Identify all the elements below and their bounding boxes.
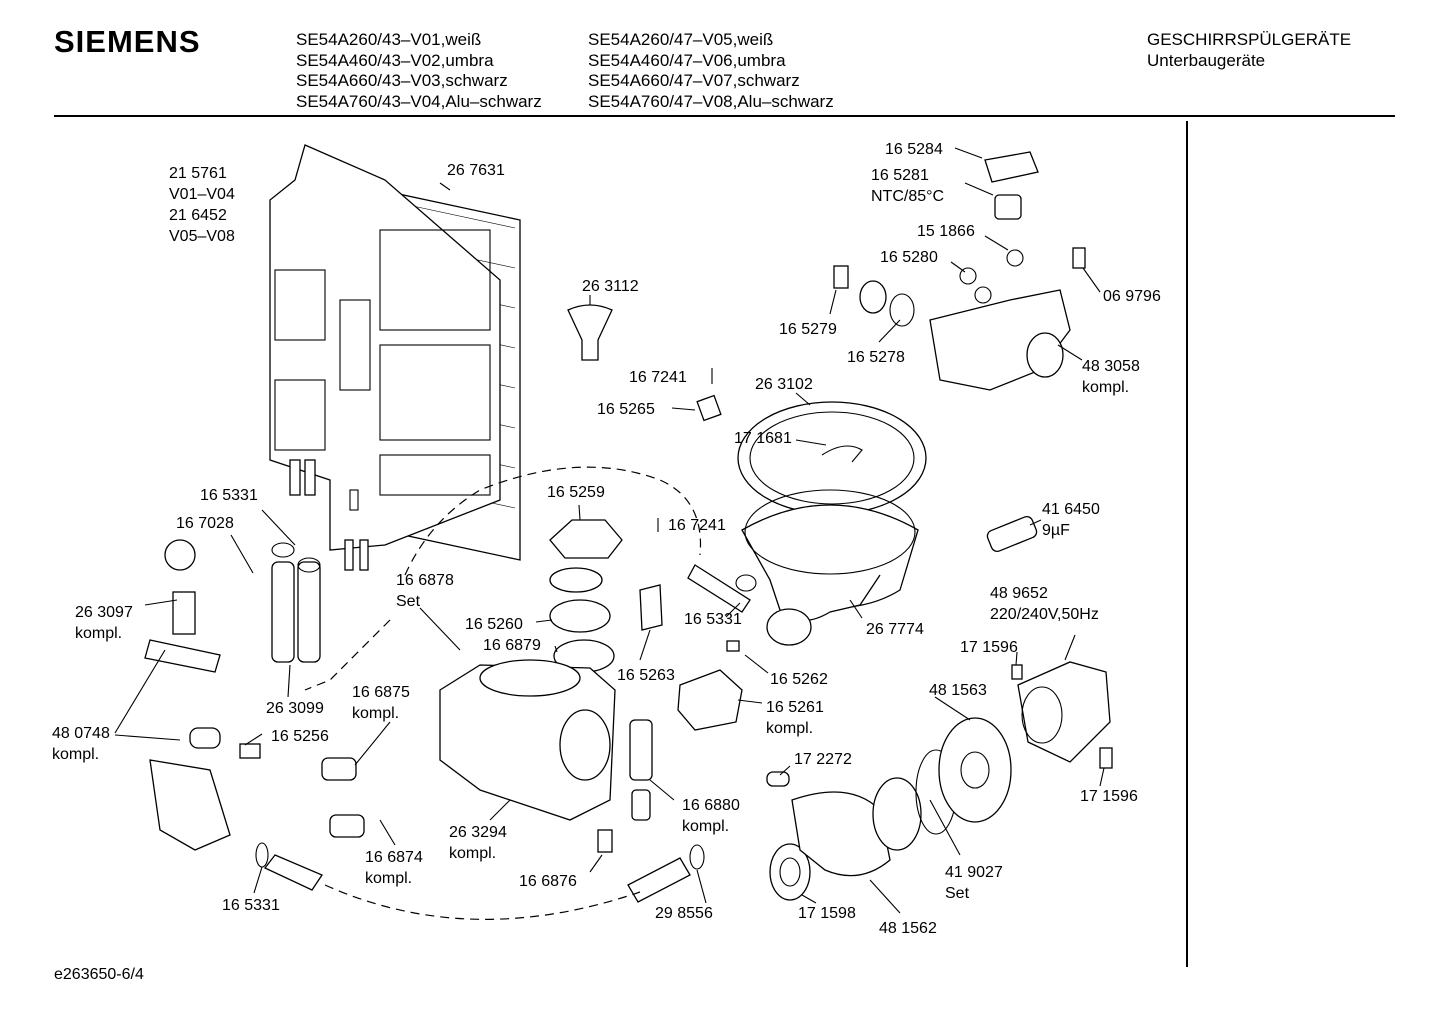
model-line: SE54A660/43–V03,schwarz [296,71,508,90]
part-label: 16 5279 [779,321,837,338]
water-inlet-block [149,759,231,851]
category-block: GESCHIRRSPÜLGERÄTE Unterbaugeräte [1147,30,1351,71]
part-label: 16 5259 [547,484,605,501]
filter-top [549,519,623,559]
model-line: SE54A460/47–V06,umbra [588,50,786,70]
ntc-sensor [994,194,1022,220]
part-label: 17 1596 [960,639,1018,656]
part-label: 16 5331 [200,487,258,504]
funnel [567,304,613,361]
model-line: SE54A260/47–V05,weiß [588,30,774,49]
hose-right [627,857,691,903]
part-label: 21 5761 V01–V04 21 6452 V05–V08 [169,165,239,245]
brand-logo: SIEMENS [54,24,201,59]
filter-ring [549,599,611,633]
category-title: GESCHIRRSPÜLGERÄTE [1147,30,1352,49]
drawing-id: e263650-6/4 [54,966,144,983]
hose-short [687,564,751,613]
pressure-switch [164,539,196,571]
part-label: 16 5256 [271,728,329,745]
part-label: 41 6450 9µF [1042,501,1104,539]
part-label: 16 5280 [880,249,938,266]
model-line: SE54A460/43–V02,umbra [296,50,494,70]
part-label: 48 0748 kompl. [52,725,114,763]
part-label: 26 7631 [447,162,505,179]
impeller [872,777,922,851]
hose-left [263,854,323,891]
part-label: 16 6880 kompl. [682,797,744,835]
part-label: 16 5265 [597,401,655,418]
holder [639,584,663,631]
part-label: 16 5262 [770,671,828,688]
part-label: 17 1681 [734,430,792,447]
model-line: SE54A760/47–V08,Alu–schwarz [588,91,834,111]
part-label: 16 5281 NTC/85°C [871,167,944,205]
part-label: 16 5331 [222,897,280,914]
category-subtitle: Unterbaugeräte [1147,50,1266,70]
part-label: 16 7028 [176,515,234,532]
part-label: 26 3099 [266,700,324,717]
part-label: 17 1598 [798,905,856,922]
valve-upper [321,757,357,781]
part-label: 26 3102 [755,376,813,393]
part-label: 16 7241 [629,369,687,386]
part-label: 16 6878 Set [396,572,458,610]
model-line: SE54A760/43–V04,Alu–schwarz [296,91,542,111]
side-divider [1186,121,1188,967]
pump-seal [769,843,811,901]
valve-lower [329,814,365,838]
pump-housing [791,791,891,877]
diverter-motor [677,669,743,731]
aquastop-valve [172,591,196,635]
model-list-right: SE54A260/47–V05,weiß SE54A460/47–V06,umb… [588,30,834,112]
part-label: 16 5284 [885,141,943,158]
part-label: 06 9796 [1103,288,1161,305]
part-label: 48 1563 [929,682,987,699]
part-label: 16 5263 [617,667,675,684]
part-label: 26 3294 kompl. [449,824,511,862]
capacitor [986,515,1038,553]
water-pocket [269,144,501,551]
clip [696,394,722,422]
part-label: 16 7241 [668,517,726,534]
part-label: 26 7774 [866,621,924,638]
part-label: 16 6874 kompl. [365,849,427,887]
part-label: 26 3112 [582,278,639,295]
part-label: 15 1866 [917,223,975,240]
rinse-aid-sensor [629,719,653,781]
part-label: 16 6876 [519,873,577,890]
part-label: 26 3097 kompl. [75,604,137,642]
part-label: 16 5278 [847,349,905,366]
part-label: 48 9652 220/240V,50Hz [990,585,1099,623]
model-line: SE54A660/47–V07,schwarz [588,71,800,90]
part-label: 17 2272 [794,751,852,768]
part-label: 16 6879 [483,637,541,654]
sump-lid [737,401,927,515]
part-label: 16 5261 kompl. [766,699,828,737]
part-label: 17 1596 [1080,788,1138,805]
model-line: SE54A260/43–V01,weiß [296,30,482,49]
part-label: 16 5260 [465,616,523,633]
part-label: 16 5331 [684,611,742,628]
pump-motor [1017,661,1111,763]
part-label: 41 9027 Set [945,864,1007,902]
pump-cover [938,717,1012,823]
model-list-left: SE54A260/43–V01,weiß SE54A460/43–V02,umb… [296,30,542,112]
sensor-cap [984,151,1039,183]
part-label: 16 6875 kompl. [352,684,414,722]
part-label: 48 3058 kompl. [1082,358,1144,396]
part-label: 29 8556 [655,905,713,922]
part-label: 48 1562 [879,920,937,937]
bracket [144,639,221,673]
header-divider [54,115,1395,117]
